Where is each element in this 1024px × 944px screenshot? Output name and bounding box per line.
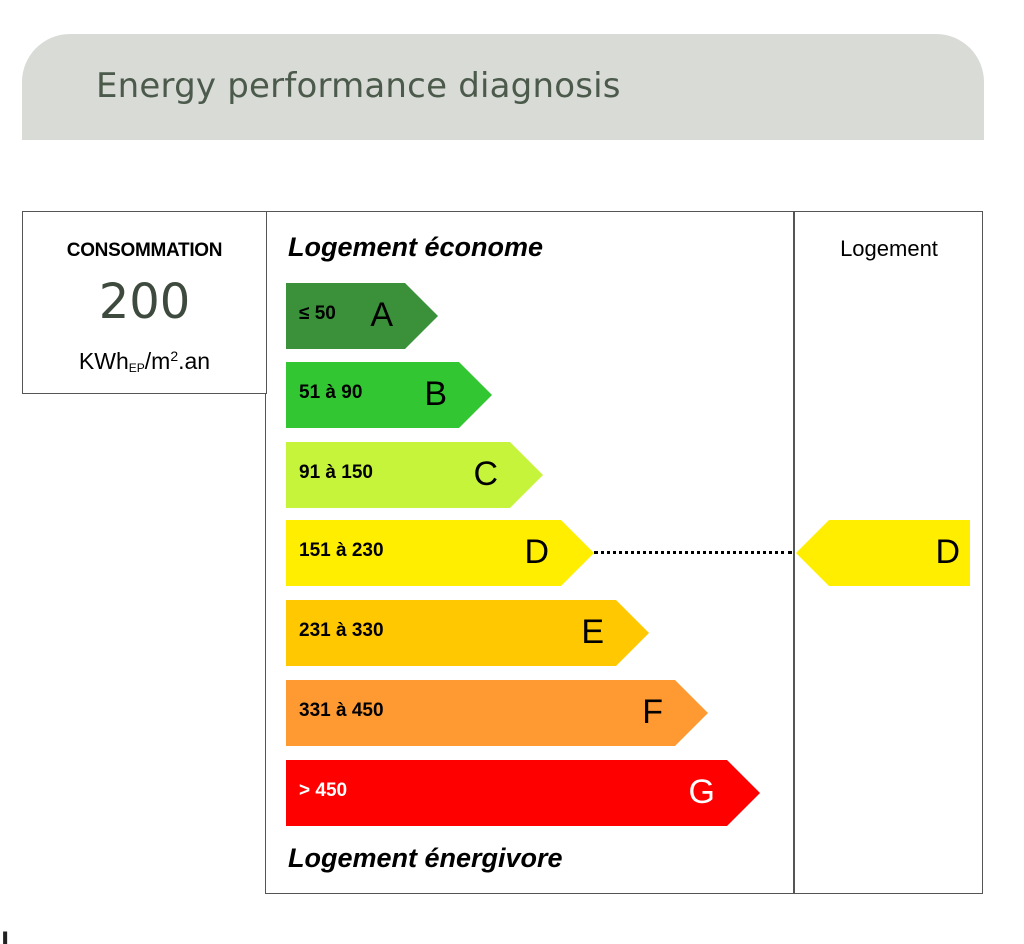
rating-bar-f: 331 à 450 F (286, 680, 708, 746)
rating-bar-e: 231 à 330 E (286, 600, 649, 666)
cut-off-text-line: l (0, 926, 10, 944)
consumption-title: CONSOMMATION (66, 240, 223, 261)
rating-frame (265, 211, 983, 894)
unit-end: .an (178, 348, 211, 374)
rating-letter: F (642, 693, 663, 731)
unit-sup: 2 (170, 348, 179, 364)
label-energy-hungry: Logement énergivore (288, 843, 563, 873)
rating-range-label: > 450 (299, 780, 348, 801)
rating-bar-c: 91 à 150 C (286, 442, 543, 508)
dwelling-column-head: Logement (840, 236, 938, 261)
rating-bar-b: 51 à 90 B (286, 362, 492, 428)
consumption-value: 200 (98, 274, 191, 330)
rating-letter: B (424, 375, 447, 413)
rating-letter: D (524, 533, 549, 571)
rating-letter: G (688, 773, 715, 811)
rating-range-label: ≤ 50 (299, 303, 336, 324)
unit-main: KWh (78, 348, 129, 374)
rating-letter: E (581, 613, 604, 651)
header-banner: Energy performance diagnosis (22, 34, 984, 140)
rating-bar-a: ≤ 50 A (286, 283, 438, 349)
rating-letter: A (370, 296, 393, 334)
rating-range-label: 231 à 330 (299, 620, 384, 641)
unit-rest: /m (144, 348, 171, 374)
unit-sub: EP (128, 361, 145, 375)
label-efficient: Logement économe (288, 232, 544, 262)
rating-range-label: 91 à 150 (299, 462, 373, 483)
rating-range-label: 51 à 90 (299, 382, 363, 403)
rating-dotted-line (594, 551, 792, 554)
consumption-box: CONSOMMATION 200 KWhEP/m2.an (22, 211, 267, 394)
rating-bar-g: > 450 G (286, 760, 760, 826)
cut-off-text: l (0, 922, 1024, 944)
current-rating-marker: D (796, 520, 970, 586)
rating-range-label: 151 à 230 (299, 540, 384, 561)
rating-bar-d: 151 à 230 D (286, 520, 594, 586)
rating-letter: C (473, 455, 498, 493)
current-rating-letter: D (935, 533, 960, 571)
rating-range-label: 331 à 450 (299, 700, 384, 721)
column-divider (793, 211, 795, 894)
page-title: Energy performance diagnosis (96, 66, 621, 106)
consumption-unit: KWhEP/m2.an (23, 348, 266, 375)
